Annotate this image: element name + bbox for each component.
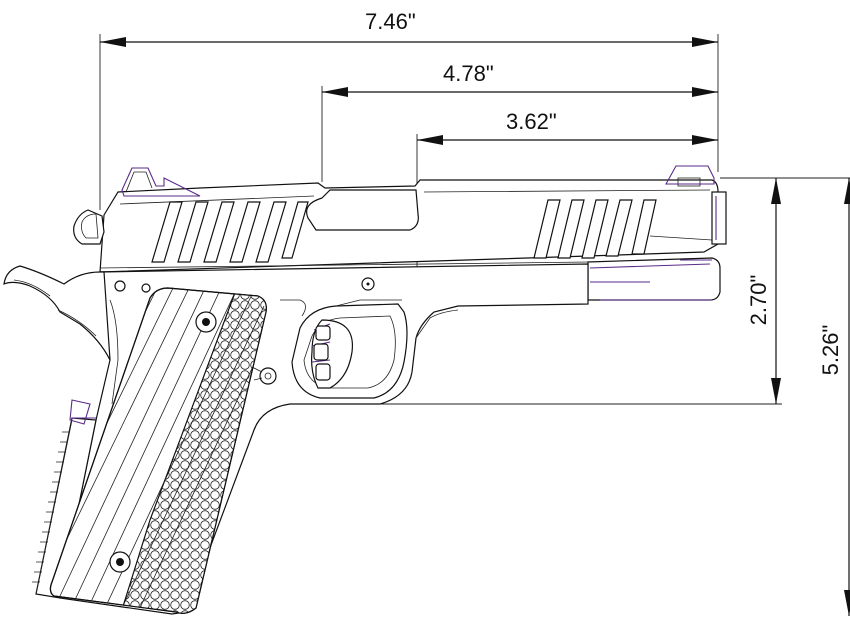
rear-sight [121,167,201,197]
arrow-left-head [322,87,348,97]
overall-length-label: 7.46" [365,9,416,34]
arrow-right-head [692,87,718,97]
arrow-right-head [692,135,718,145]
dimension-overall-length: 7.46" [99,9,719,210]
arrow-left-head [100,37,126,47]
arrow-top-head [771,178,781,204]
dimension-barrel-length: 4.78" [321,61,718,182]
arrow-bottom-head [844,590,850,616]
grip-screw-top [195,311,217,333]
muzzle [711,191,727,245]
barrel-length-label: 4.78" [443,61,494,86]
dimension-frame-height: 2.70" [380,177,850,405]
frame-height-label: 2.70" [746,275,771,326]
frame-pin [114,280,126,292]
rear-serrations [151,201,309,263]
arrow-bottom-head [771,378,781,404]
ejection-port [306,189,419,231]
overall-height-label: 5.26" [818,325,843,376]
mainspring-checkering [32,419,73,595]
grip-screw-bottom [109,551,131,573]
front-sight [665,165,715,185]
grip-safety [3,265,111,361]
arrow-top-head [844,178,850,204]
frame-pin-2 [141,283,151,293]
trigger-guard [291,303,408,399]
arrow-left-head [417,135,443,145]
dimension-slide-front-length: 3.62" [416,109,718,300]
arrow-right-head [692,37,718,47]
front-serrations [533,199,657,259]
slide-front-length-label: 3.62" [506,109,557,134]
dimension-overall-height: 5.26" [818,178,850,616]
magazine-release [249,365,277,385]
